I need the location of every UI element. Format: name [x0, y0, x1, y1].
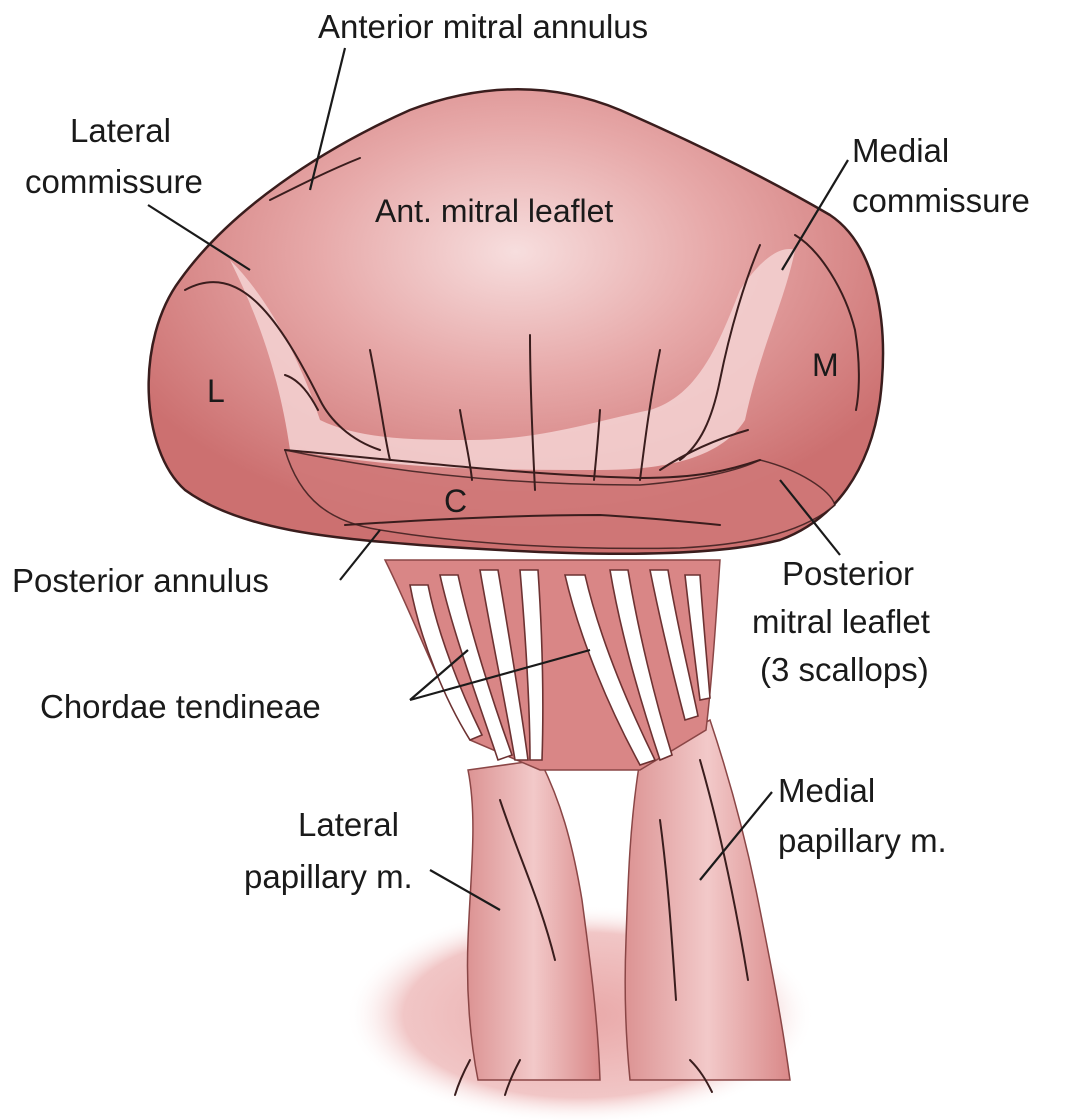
label-lateral-papillary-line2: papillary m. [244, 858, 413, 895]
label-posterior-annulus: Posterior annulus [12, 562, 269, 599]
label-posterior-mitral-leaflet-line2: mitral leaflet [752, 603, 930, 640]
label-lateral-commissure-line2: commissure [25, 163, 203, 200]
label-anterior-mitral-annulus: Anterior mitral annulus [318, 8, 648, 45]
label-chordae-tendineae: Chordae tendineae [40, 688, 321, 725]
label-ant-mitral-leaflet: Ant. mitral leaflet [375, 193, 613, 229]
label-posterior-mitral-leaflet-line1: Posterior [782, 555, 914, 592]
label-posterior-mitral-leaflet-line3: (3 scallops) [760, 651, 929, 688]
label-medial-papillary-line1: Medial [778, 772, 875, 809]
label-medial-commissure-line1: Medial [852, 132, 949, 169]
label-medial-papillary-line2: papillary m. [778, 822, 947, 859]
label-medial-commissure-line2: commissure [852, 182, 1030, 219]
label-scallop-l: L [207, 373, 225, 409]
label-lateral-commissure-line1: Lateral [70, 112, 171, 149]
lateral-papillary-muscle [467, 760, 600, 1080]
medial-papillary-muscle [625, 720, 790, 1080]
label-scallop-c: C [444, 483, 467, 519]
label-scallop-m: M [812, 347, 839, 383]
label-lateral-papillary-line1: Lateral [298, 806, 399, 843]
